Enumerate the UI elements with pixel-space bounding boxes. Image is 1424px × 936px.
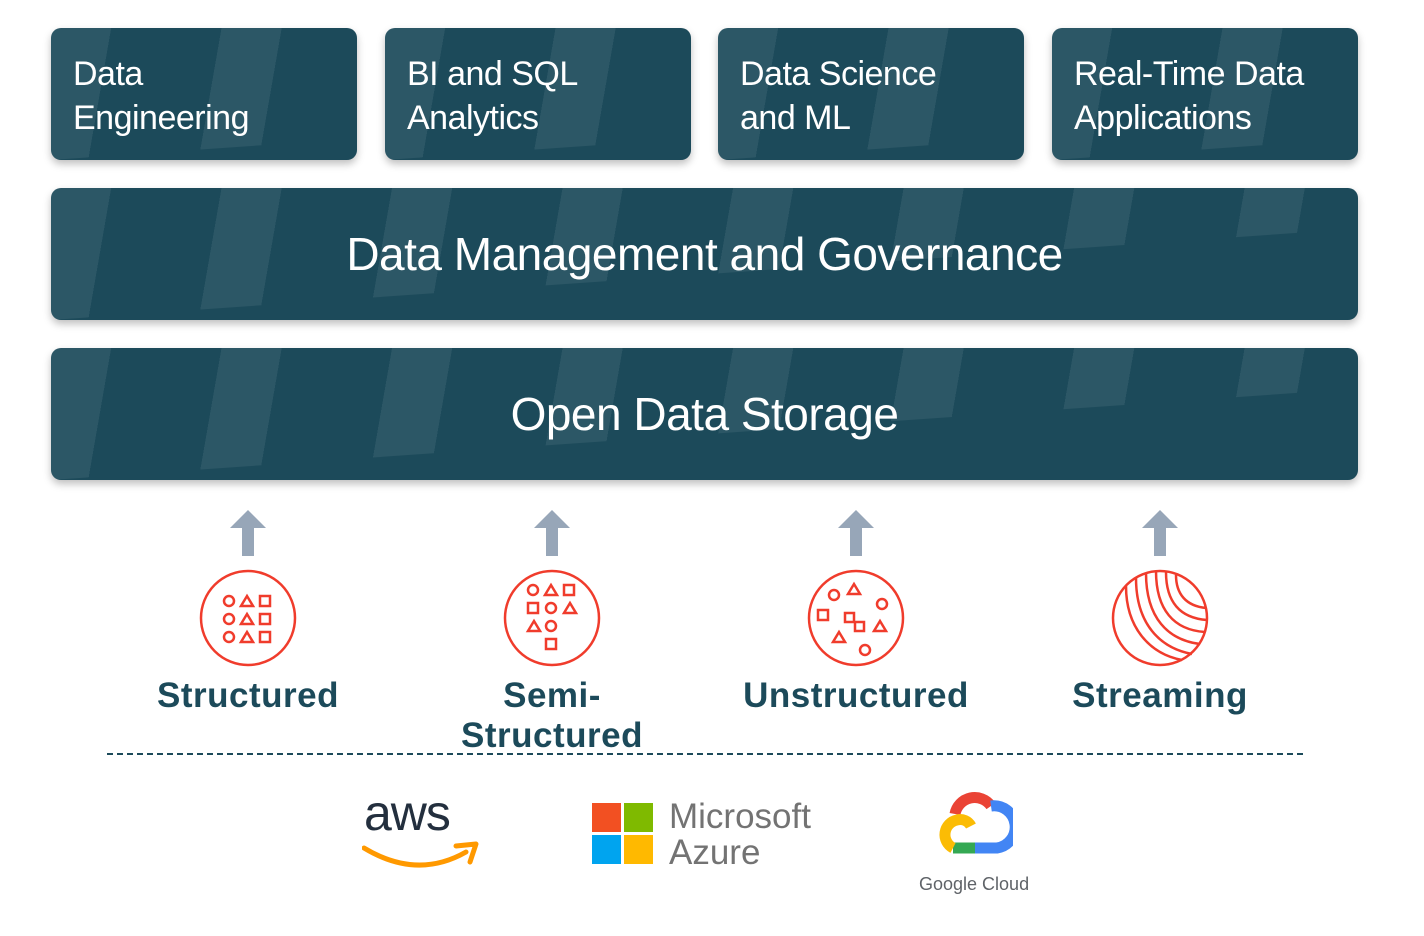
source-structured: Structured	[118, 510, 378, 716]
workload-data-engineering: Data Engineering	[51, 28, 357, 160]
google-cloud-wordmark: Google Cloud	[919, 874, 1030, 894]
source-label: Unstructured	[743, 676, 969, 715]
microsoft-logo-icon	[592, 803, 653, 864]
source-label: Streaming	[1072, 676, 1248, 715]
aws-wordmark: aws	[364, 785, 451, 841]
structured-data-icon	[199, 569, 297, 667]
arrow-up-icon	[534, 510, 570, 556]
azure-logo: Microsoft Azure	[592, 797, 832, 873]
source-label: Structured	[157, 676, 339, 715]
source-label: Semi-Structured	[461, 676, 643, 755]
unstructured-data-icon	[807, 569, 905, 667]
source-streaming: Streaming	[1030, 510, 1290, 716]
source-semi-structured: Semi-Structured	[422, 510, 682, 756]
azure-wordmark-line2: Azure	[669, 833, 761, 872]
arrow-up-icon	[1142, 510, 1178, 556]
arrow-up-icon	[230, 510, 266, 556]
source-unstructured: Unstructured	[726, 510, 986, 716]
storage-label: Open Data Storage	[510, 388, 899, 440]
streaming-data-icon	[1111, 569, 1209, 667]
workload-label: Real-Time Data Applications	[1074, 55, 1304, 137]
workload-label: BI and SQL Analytics	[407, 55, 578, 137]
arrow-up-icon	[838, 510, 874, 556]
workload-data-science-ml: Data Science and ML	[718, 28, 1024, 160]
workload-label: Data Engineering	[73, 55, 249, 137]
divider	[107, 753, 1303, 755]
aws-logo: aws	[362, 785, 482, 872]
google-cloud-icon	[939, 792, 1013, 854]
google-cloud-logo: Google Cloud	[915, 790, 1035, 900]
workload-bi-sql-analytics: BI and SQL Analytics	[385, 28, 691, 160]
storage-layer: Open Data Storage	[51, 348, 1358, 480]
semi-structured-data-icon	[503, 569, 601, 667]
governance-layer: Data Management and Governance	[51, 188, 1358, 320]
aws-smile-icon	[362, 841, 479, 868]
workload-real-time-apps: Real-Time Data Applications	[1052, 28, 1358, 160]
workload-label: Data Science and ML	[740, 55, 937, 137]
azure-wordmark-line1: Microsoft	[669, 797, 811, 836]
governance-label: Data Management and Governance	[346, 228, 1063, 280]
